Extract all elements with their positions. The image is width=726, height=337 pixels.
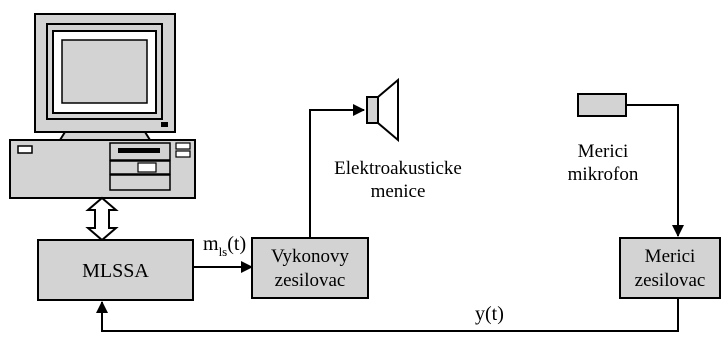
amp-to-speaker-arrow — [309, 104, 365, 238]
svg-text:MLSSA: MLSSA — [82, 260, 149, 282]
svg-text:Merici: Merici — [645, 246, 696, 267]
microphone-icon — [577, 93, 627, 117]
svg-text:zesilovac: zesilovac — [635, 270, 706, 291]
mic-to-amp-arrow — [626, 104, 684, 237]
mic-label-line1: Merici — [578, 141, 629, 162]
speaker-label-line2: menice — [371, 181, 426, 202]
y-signal-feedback-arrow — [96, 298, 679, 332]
measuring-amplifier-block: Merici zesilovac — [619, 237, 721, 299]
bidirectional-bus-arrow — [85, 196, 119, 242]
m-ls-signal-label: mls(t) — [203, 233, 246, 259]
mlssa-block: MLSSA — [37, 239, 194, 301]
y-signal-label: y(t) — [475, 303, 504, 325]
loudspeaker-icon — [366, 77, 399, 143]
svg-text:zesilovac: zesilovac — [275, 270, 346, 291]
computer-icon — [9, 13, 196, 199]
mic-label-line2: mikrofon — [568, 164, 639, 185]
power-amplifier-block: Vykonovy zesilovac — [251, 237, 369, 299]
speaker-label-line1: Elektroakusticke — [334, 158, 462, 179]
svg-text:Vykonovy: Vykonovy — [271, 246, 350, 267]
